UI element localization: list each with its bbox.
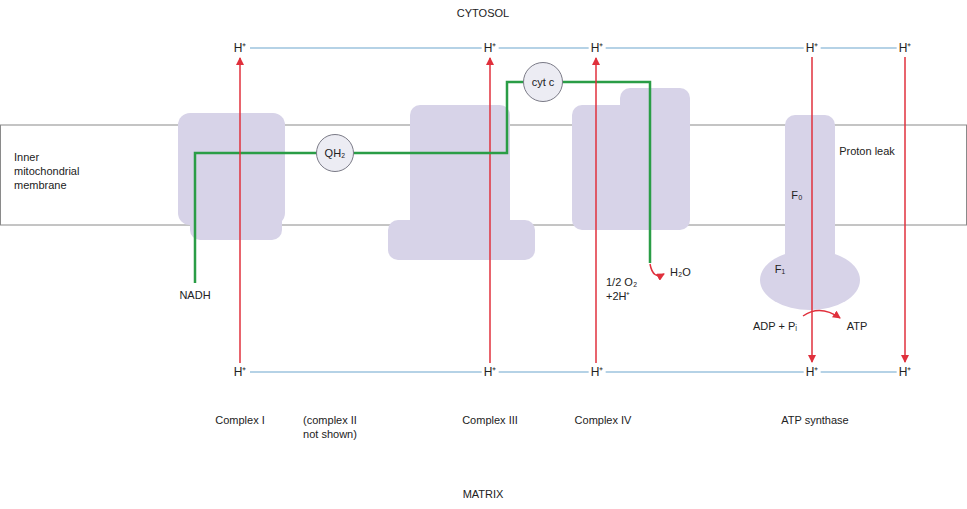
proton-label: H⁺ xyxy=(804,365,821,380)
proton-label: H⁺ xyxy=(589,365,606,380)
complex-label: ATP synthase xyxy=(779,414,850,428)
proton-arrow xyxy=(239,58,241,363)
complex-label: Complex III xyxy=(460,414,520,428)
region-label: MATRIX xyxy=(461,488,506,502)
carrier-name: cyt c xyxy=(532,76,555,88)
carrier-name: QH₂ xyxy=(325,147,346,159)
cytosol-line xyxy=(250,47,900,49)
reactant-label: ADP + Pᵢ xyxy=(751,320,799,334)
complex-iv-shape xyxy=(572,88,690,230)
proton-label: H⁺ xyxy=(232,365,249,380)
region-label: CYTOSOL xyxy=(455,7,511,21)
reaction-arrow xyxy=(650,264,664,276)
subunit-label: F₀ xyxy=(789,189,804,203)
proton-arrow xyxy=(904,57,906,362)
product-label: ATP xyxy=(845,320,870,334)
matrix-line xyxy=(250,371,900,373)
proton-label: H⁺ xyxy=(482,365,499,380)
membrane-label: Inner mitochondrial membrane xyxy=(12,151,96,192)
carrier-circle: QH₂ xyxy=(316,134,354,172)
subunit-label: F₁ xyxy=(773,263,787,277)
electron-path xyxy=(195,153,318,283)
complex-label: Complex I xyxy=(213,414,267,428)
proton-arrow xyxy=(595,58,597,363)
proton-label: H⁺ xyxy=(897,365,914,380)
leak-label: Proton leak xyxy=(837,145,897,159)
complex-label: (complex II not shown) xyxy=(295,414,365,442)
proton-label: H⁺ xyxy=(482,41,499,56)
complex-iii-shape xyxy=(388,105,535,260)
reaction-arrow xyxy=(803,310,840,318)
proton-arrow xyxy=(489,58,491,363)
carrier-circle: cyt c xyxy=(523,62,563,102)
product-label: H₂O xyxy=(668,266,693,280)
proton-label: H⁺ xyxy=(804,41,821,56)
proton-arrow xyxy=(811,57,813,362)
substrate-label: NADH xyxy=(177,289,212,303)
proton-label: H⁺ xyxy=(897,41,914,56)
complex-label: Complex IV xyxy=(573,414,634,428)
proton-label: H⁺ xyxy=(232,41,249,56)
electron-path xyxy=(562,82,650,263)
proton-label: H⁺ xyxy=(589,41,606,56)
electron-path xyxy=(354,82,523,153)
reactant-label: 1/2 O₂ +2H⁺ xyxy=(604,276,644,304)
